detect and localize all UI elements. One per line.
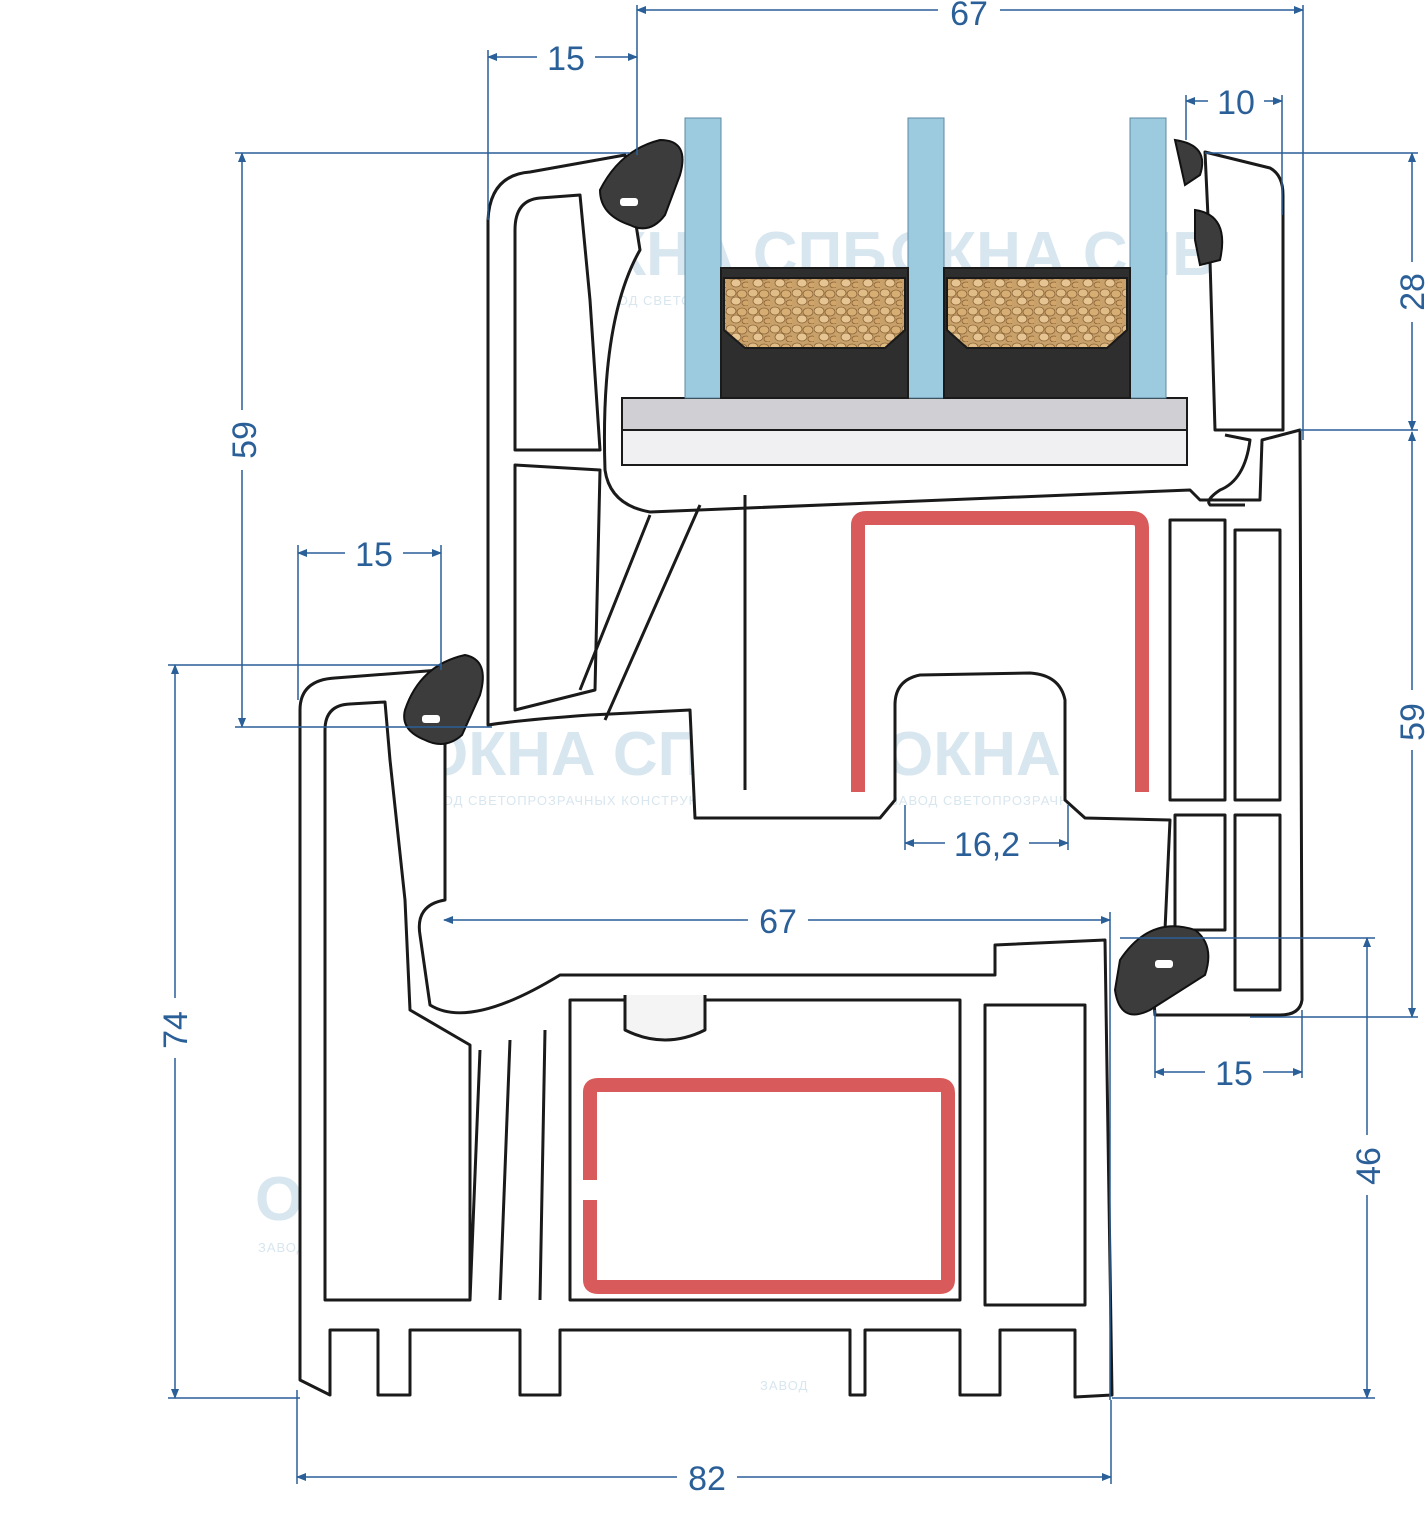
- dim-right-lower-height: 59: [1394, 703, 1425, 741]
- dim-right-upper-height: 28: [1394, 273, 1425, 311]
- sash-diagonal-web: [578, 495, 747, 790]
- glass-pane-inner: [1129, 117, 1167, 399]
- glass-pane-outer: [684, 117, 722, 399]
- dim-reinforcement-width: 16,2: [954, 826, 1020, 864]
- sash-inner-chamber-left: [513, 193, 602, 452]
- glass-pane-middle: [907, 117, 945, 399]
- frame-profile: [298, 668, 1114, 1399]
- gasket-slots: [422, 198, 1173, 968]
- dim-right-lower-step: 15: [1215, 1055, 1253, 1093]
- glazing-bead-hook: [1207, 433, 1252, 507]
- sash-profile: [486, 150, 1304, 1017]
- gasket-top-right: [1173, 138, 1224, 267]
- desiccant-left: [723, 277, 906, 349]
- frame-reinforcement: [583, 1078, 955, 1294]
- gasket-top-left: [598, 138, 684, 230]
- frame-inner-chamber: [323, 700, 472, 1302]
- dimension-label-backgrounds: [159, 0, 1425, 1494]
- sash-inner-chamber-lower: [513, 463, 602, 712]
- spacer-frames: [720, 267, 1131, 399]
- dimension-labels: 67 15 10 28 59 59 15 16,2 67 15 74 46 82: [157, 0, 1425, 1498]
- frame-main-chamber: [568, 998, 962, 1302]
- sash-outer-lip: [1203, 150, 1285, 432]
- dim-left-upper-height: 59: [226, 421, 264, 459]
- dim-top-right-gap: 10: [1217, 84, 1255, 122]
- sash-right-chambers: [1168, 518, 1282, 992]
- watermark-tagline-2: ЗАВОД СВЕТОПРОЗРАЧНЫХ КОНСТРУКЦИЙ: [415, 793, 729, 808]
- watermark-fragment: ЗАВОД: [760, 1378, 808, 1393]
- dim-top-width: 67: [950, 0, 988, 33]
- dim-inner-width: 67: [759, 903, 797, 941]
- dim-top-left-offset: 15: [547, 40, 585, 78]
- dim-right-frame-height: 46: [1350, 1147, 1388, 1185]
- reinforcements: [583, 511, 1149, 1294]
- desiccant-right: [946, 277, 1128, 349]
- frame-left-diagonal: [468, 1029, 547, 1301]
- dim-middle-step: 15: [355, 536, 393, 574]
- glazing-bead: [621, 397, 1188, 466]
- gasket-bottom-right: [1113, 925, 1210, 1016]
- frame-seal-groove: [623, 995, 707, 1042]
- sash-reinforcement: [851, 511, 1149, 792]
- dim-left-total-height: 74: [157, 1011, 195, 1049]
- sash-outline: [486, 153, 1304, 1017]
- glass-unit: [684, 117, 1167, 399]
- dim-bottom-total-width: 82: [688, 1460, 726, 1498]
- frame-right-chamber: [983, 1003, 1087, 1307]
